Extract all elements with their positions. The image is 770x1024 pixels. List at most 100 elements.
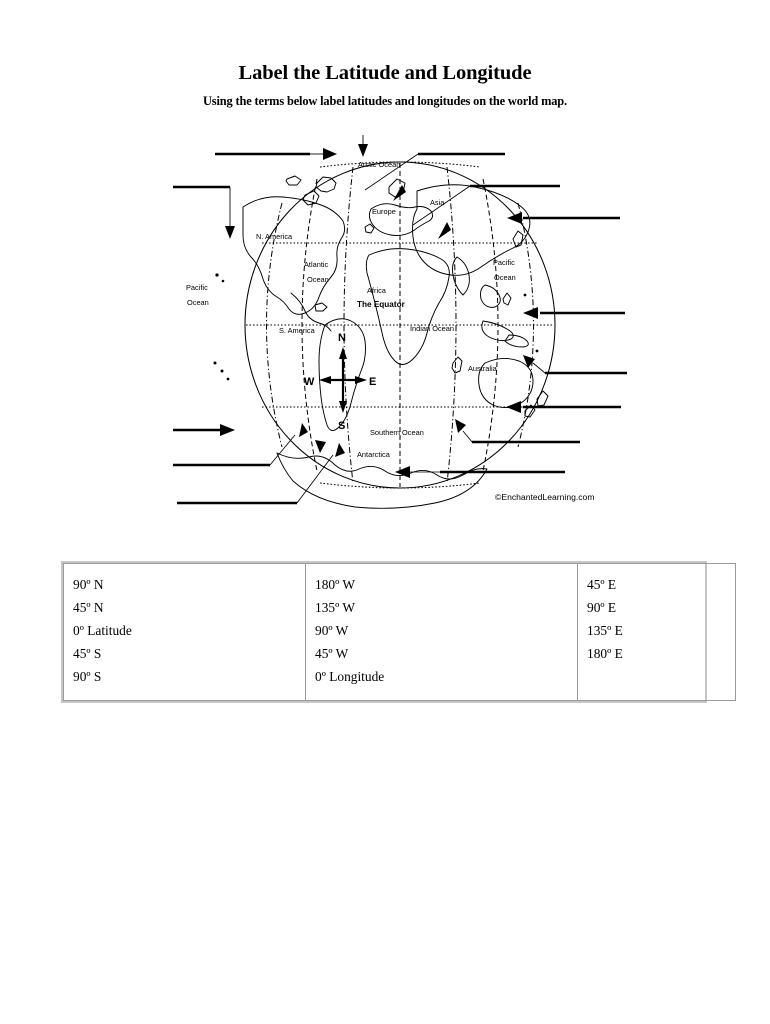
map-label-antarctica: Antarctica bbox=[357, 450, 391, 459]
map-label-south-america: S. America bbox=[279, 326, 316, 335]
answer-blank-antarctic-pointer[interactable] bbox=[315, 440, 326, 453]
map-label-indian-ocean: Indian Ocean bbox=[410, 324, 454, 333]
answer-blank-right-lower[interactable] bbox=[523, 355, 627, 375]
pacific-islet bbox=[535, 349, 539, 353]
arrow-head bbox=[323, 148, 337, 160]
arrow-head bbox=[220, 424, 235, 436]
bank-term[interactable]: 180º W bbox=[315, 577, 355, 592]
longitude-line-135e bbox=[517, 202, 534, 448]
answer-blank-top-left[interactable] bbox=[215, 148, 337, 160]
bank-term[interactable]: 180º E bbox=[587, 646, 623, 662]
map-label-atlantic-ocean-line2: Ocean bbox=[307, 275, 329, 284]
pacific-islet bbox=[215, 273, 219, 277]
map-label-asia: Asia bbox=[430, 198, 445, 207]
latitude-line-90n bbox=[319, 161, 481, 168]
arrow-head bbox=[438, 222, 451, 239]
bank-term[interactable]: 135º W bbox=[315, 600, 355, 616]
coastline-central-america bbox=[290, 292, 332, 332]
map-label-southern-ocean: Southern Ocean bbox=[370, 428, 424, 437]
bank-term[interactable]: 45º E bbox=[587, 577, 617, 592]
leader-line bbox=[269, 434, 296, 466]
map-label-europe: Europe bbox=[372, 207, 396, 216]
answer-blank-right-45n[interactable] bbox=[507, 212, 620, 224]
arrow-head bbox=[358, 144, 368, 157]
coastline-antarctica bbox=[276, 452, 488, 509]
bank-term[interactable]: 90º E bbox=[587, 600, 617, 616]
pacific-islet bbox=[213, 361, 217, 365]
coastline-baffin bbox=[302, 190, 320, 206]
arrow-head bbox=[506, 401, 521, 413]
map-label-arctic-ocean: Arctic Ocean bbox=[358, 160, 400, 169]
longitude-line-135w bbox=[266, 202, 283, 448]
answer-blank-bottom-left-1[interactable] bbox=[173, 424, 235, 436]
answer-blank-left-upper[interactable] bbox=[173, 185, 235, 239]
bank-term[interactable]: 90º W bbox=[315, 623, 349, 639]
leader-line bbox=[412, 185, 471, 226]
worksheet-header: Label the Latitude and Longitude Using t… bbox=[0, 62, 770, 109]
longitude-line-45w bbox=[343, 166, 354, 484]
coastline-japan bbox=[512, 230, 524, 248]
answer-blank-bottom-left-2[interactable] bbox=[173, 423, 308, 467]
coastline-caribbean bbox=[314, 302, 328, 312]
bank-term[interactable]: 0º Longitude bbox=[315, 669, 385, 685]
coastline-new-zealand bbox=[536, 390, 549, 407]
answer-blank-north-pole-top[interactable] bbox=[358, 135, 368, 157]
coastline-asia bbox=[412, 184, 531, 276]
answer-blank-right-45s[interactable] bbox=[506, 401, 621, 413]
compass-rose: N S W E bbox=[304, 332, 376, 432]
bank-term[interactable]: 45º S bbox=[73, 646, 102, 662]
compass-east-arrow bbox=[355, 376, 367, 384]
longitude-line-45e bbox=[446, 166, 457, 484]
bank-term[interactable]: 90º N bbox=[73, 577, 104, 592]
answer-blank-right-equator[interactable] bbox=[523, 307, 625, 319]
arrow-head bbox=[225, 226, 235, 239]
answer-blank-top-right-1[interactable] bbox=[364, 152, 505, 201]
leader-line bbox=[462, 430, 473, 443]
bank-term[interactable]: 135º E bbox=[587, 623, 623, 639]
arrow-head bbox=[315, 440, 326, 453]
pacific-islet bbox=[523, 293, 527, 297]
bank-term[interactable]: 45º N bbox=[73, 600, 104, 616]
compass-label-east: E bbox=[369, 376, 376, 388]
word-bank-cell-latitude: 90º N 45º N 0º Latitude 45º S 90º S bbox=[63, 562, 306, 702]
map-label-the-equator: The Equator bbox=[357, 300, 406, 309]
compass-north-arrow bbox=[339, 347, 347, 359]
map-label-africa: Africa bbox=[367, 286, 387, 295]
map-label-pacific-ocean-west-line2: Ocean bbox=[187, 298, 209, 307]
coastline-arctic-islands bbox=[285, 175, 302, 186]
arrow-head bbox=[507, 212, 522, 224]
arrow-head bbox=[395, 466, 410, 478]
answer-blank-bottom-left-3[interactable] bbox=[177, 443, 345, 505]
map-label-atlantic-ocean-line1: Atlantic bbox=[304, 260, 329, 269]
coastline-british-isles bbox=[364, 223, 375, 234]
coastline-south-america bbox=[318, 318, 366, 431]
pacific-islet bbox=[226, 377, 230, 381]
table-row: 90º N 45º N 0º Latitude 45º S 90º S 180º… bbox=[63, 562, 736, 702]
word-bank-cell-east-longitude: 45º E 90º E 135º E 180º E bbox=[577, 562, 736, 702]
globe-outline bbox=[244, 161, 556, 489]
compass-south-arrow bbox=[339, 401, 347, 413]
coastline-africa bbox=[365, 248, 450, 365]
bank-term[interactable]: 90º S bbox=[73, 669, 102, 685]
coastline-madagascar bbox=[451, 356, 463, 374]
coastline-new-guinea bbox=[504, 334, 529, 348]
leader-line bbox=[532, 362, 546, 374]
map-label-pacific-ocean-east-line1: Pacific bbox=[493, 258, 515, 267]
arrow-head bbox=[523, 355, 535, 368]
word-bank-cell-west-longitude: 180º W 135º W 90º W 45º W 0º Longitude bbox=[305, 562, 578, 702]
coastline-greenland bbox=[315, 176, 337, 193]
arrow-head bbox=[455, 419, 466, 433]
arrow-head bbox=[299, 423, 308, 437]
coastline-indonesia bbox=[481, 320, 514, 342]
page-subtitle: Using the terms below label latitudes an… bbox=[202, 93, 567, 108]
pacific-islet bbox=[221, 279, 225, 283]
answer-blank-top-right-2[interactable] bbox=[412, 184, 560, 239]
bank-term[interactable]: 45º W bbox=[315, 646, 349, 662]
coastline-philippines bbox=[502, 292, 512, 306]
answer-blank-bottom-right-1[interactable] bbox=[455, 419, 580, 444]
bank-term[interactable]: 0º Latitude bbox=[73, 623, 132, 639]
coastline-europe bbox=[368, 203, 434, 236]
map-label-north-america: N. America bbox=[256, 232, 293, 241]
arrow-head bbox=[523, 307, 538, 319]
answer-blank-bottom-right-2[interactable] bbox=[395, 466, 565, 478]
